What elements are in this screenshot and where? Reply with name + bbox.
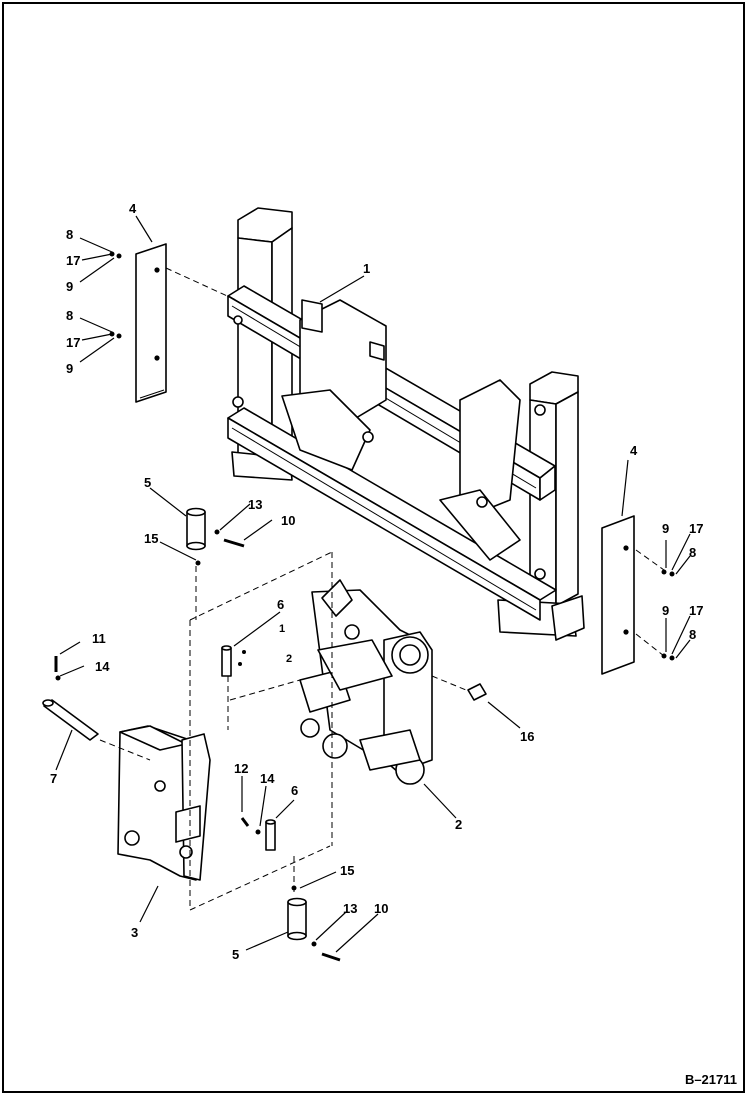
callout-1: 1 [363, 261, 371, 276]
callout-6-upper: 6 [277, 597, 285, 612]
callout-14-lower: 14 [260, 771, 275, 786]
callout-10-lower: 10 [374, 901, 389, 916]
callout-15-lower: 15 [340, 863, 355, 878]
callout-15-upper: 15 [144, 531, 159, 546]
callout-9-a: 9 [66, 279, 74, 294]
callout-10-upper: 10 [281, 513, 296, 528]
pin-part-5-upper [186, 507, 206, 551]
callout-2: 2 [455, 817, 463, 832]
callout-17-a: 17 [66, 253, 81, 268]
callout-5-upper: 5 [144, 475, 152, 490]
pin-part-6-lower [265, 819, 276, 851]
fitting-part-16 [467, 683, 487, 701]
callout-3: 3 [131, 925, 139, 940]
callout-17-c: 17 [689, 521, 704, 536]
callout-6-lower: 6 [291, 783, 299, 798]
callout-8-c: 8 [689, 545, 697, 560]
callout-13-lower: 13 [343, 901, 358, 916]
callout-14-upper: 14 [95, 659, 110, 674]
callout-9-b: 9 [66, 361, 74, 376]
callout-13-upper: 13 [248, 497, 263, 512]
callout-4-left: 4 [129, 201, 137, 216]
callout-1-small: 1 [279, 623, 286, 635]
bolt-part-10-upper [223, 538, 245, 548]
callout-17-d: 17 [689, 603, 704, 618]
bolt-part-10-lower [321, 952, 341, 962]
pin-part-7 [42, 699, 99, 741]
bolt-part-12 [240, 817, 250, 827]
callout-7: 7 [50, 771, 58, 786]
callout-9-c: 9 [662, 521, 670, 536]
callout-11: 11 [92, 631, 106, 646]
callout-8-b: 8 [66, 308, 74, 323]
callout-8-d: 8 [689, 627, 697, 642]
mount-bracket-part-3 [117, 725, 211, 881]
drawing-number: B–21711 [684, 1072, 737, 1087]
callout-16: 16 [520, 729, 535, 744]
callout-9-d: 9 [662, 603, 670, 618]
assembly-lines [99, 267, 665, 911]
carriage-assembly-part-2 [299, 579, 433, 785]
pin-part-5-lower [287, 897, 307, 941]
callout-4-right: 4 [630, 443, 638, 458]
callout-2-small: 2 [286, 653, 293, 665]
side-plate-part-4-left [135, 243, 167, 403]
callout-5-lower: 5 [232, 947, 240, 962]
leader-lines [55, 215, 691, 953]
side-plate-part-4-right [601, 515, 635, 675]
callout-17-b: 17 [66, 335, 81, 350]
callout-12: 12 [234, 761, 249, 776]
frame-assembly-part-1 [227, 207, 585, 641]
pin-part-6-upper [221, 645, 232, 677]
callout-8-a: 8 [66, 227, 74, 242]
